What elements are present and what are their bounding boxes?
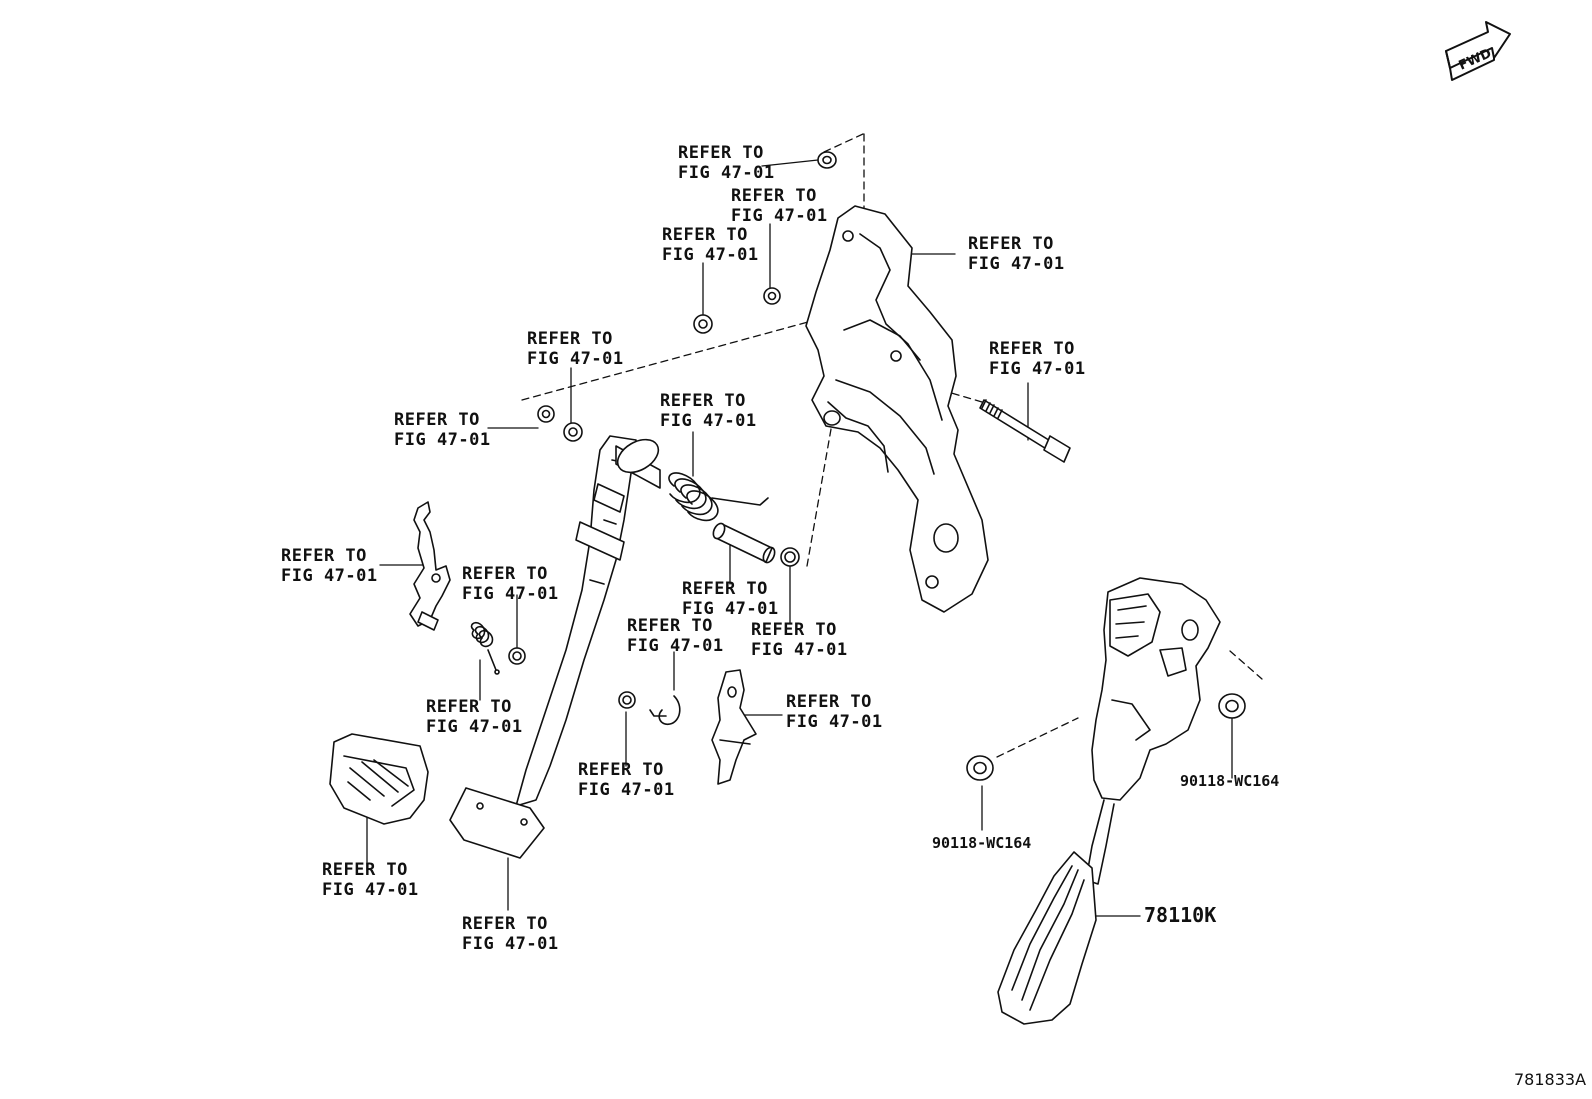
small-spring-icon bbox=[470, 621, 500, 675]
callout-line1: REFER TO bbox=[751, 620, 837, 640]
part-number-nut-right: 90118-WC164 bbox=[1180, 772, 1280, 790]
callout-line2: FIG 47-01 bbox=[394, 430, 491, 450]
callout-pedal-pad: REFER TO FIG 47-01 bbox=[322, 860, 419, 900]
callout-line1: REFER TO bbox=[786, 692, 872, 712]
nut-left-2-icon bbox=[563, 422, 583, 442]
callout-line2: FIG 47-01 bbox=[662, 245, 759, 265]
callout-line2: FIG 47-01 bbox=[682, 599, 779, 619]
callout-bushing-left: REFER TO FIG 47-01 bbox=[394, 410, 491, 450]
callout-bracket: REFER TO FIG 47-01 bbox=[968, 234, 1065, 274]
callout-nut-upper-left: REFER TO FIG 47-01 bbox=[662, 225, 759, 265]
nut-left-1-icon bbox=[537, 405, 555, 423]
part-number-accelerator-pedal: 78110K bbox=[1144, 903, 1217, 927]
callout-line1: REFER TO bbox=[281, 546, 367, 566]
callout-small-bushing: REFER TO FIG 47-01 bbox=[462, 564, 559, 604]
pedal-bracket-icon bbox=[805, 205, 989, 613]
callout-small-spring: REFER TO FIG 47-01 bbox=[426, 697, 523, 737]
stop-lever-icon bbox=[409, 501, 451, 631]
callout-line2: FIG 47-01 bbox=[322, 880, 419, 900]
callout-brake-pedal: REFER TO FIG 47-01 bbox=[462, 914, 559, 954]
callout-line2: FIG 47-01 bbox=[462, 584, 559, 604]
callout-stop-lever: REFER TO FIG 47-01 bbox=[281, 546, 378, 586]
nut-right-icon bbox=[1218, 693, 1246, 719]
callout-clip: REFER TO FIG 47-01 bbox=[627, 616, 724, 656]
bushing-small-icon bbox=[618, 691, 636, 709]
accelerator-pedal-icon bbox=[997, 577, 1221, 1025]
callout-line2: FIG 47-01 bbox=[627, 636, 724, 656]
diagram-id: 781833A bbox=[1514, 1070, 1587, 1089]
callout-nut-upper-right: REFER TO FIG 47-01 bbox=[731, 186, 828, 226]
callout-line2: FIG 47-01 bbox=[786, 712, 883, 732]
fwd-arrow-icon: FWD bbox=[1445, 21, 1511, 81]
callout-cushion: REFER TO FIG 47-01 bbox=[578, 760, 675, 800]
callout-line1: REFER TO bbox=[682, 579, 768, 599]
nut-upper-right-icon bbox=[763, 287, 781, 305]
callout-line2: FIG 47-01 bbox=[462, 934, 559, 954]
nut-left-icon bbox=[966, 755, 994, 781]
callout-collar: REFER TO FIG 47-01 bbox=[527, 329, 624, 369]
callout-line1: REFER TO bbox=[426, 697, 512, 717]
callout-line1: REFER TO bbox=[462, 564, 548, 584]
callout-line1: REFER TO bbox=[578, 760, 664, 780]
callout-line2: FIG 47-01 bbox=[751, 640, 848, 660]
callout-line2: FIG 47-01 bbox=[968, 254, 1065, 274]
callout-line2: FIG 47-01 bbox=[678, 163, 775, 183]
pedal-pin-icon bbox=[712, 522, 776, 564]
callout-line2: FIG 47-01 bbox=[426, 717, 523, 737]
small-bushing-icon bbox=[508, 647, 526, 665]
nut-top-icon bbox=[817, 151, 837, 169]
callout-line1: REFER TO bbox=[662, 225, 748, 245]
clip-icon bbox=[649, 695, 681, 726]
callout-line1: REFER TO bbox=[394, 410, 480, 430]
callout-line2: FIG 47-01 bbox=[578, 780, 675, 800]
callout-switch-bracket: REFER TO FIG 47-01 bbox=[786, 692, 883, 732]
callout-line1: REFER TO bbox=[660, 391, 746, 411]
return-spring-icon bbox=[668, 472, 769, 522]
callout-line1: REFER TO bbox=[462, 914, 548, 934]
brake-pedal-arm-icon bbox=[449, 435, 661, 859]
callout-line1: REFER TO bbox=[678, 143, 764, 163]
callout-pin-bushing: REFER TO FIG 47-01 bbox=[751, 620, 848, 660]
callout-line1: REFER TO bbox=[527, 329, 613, 349]
callout-line2: FIG 47-01 bbox=[660, 411, 757, 431]
callout-line2: FIG 47-01 bbox=[281, 566, 378, 586]
cushion-icon bbox=[329, 733, 429, 825]
callout-line1: REFER TO bbox=[627, 616, 713, 636]
callout-line1: REFER TO bbox=[968, 234, 1054, 254]
callout-line1: REFER TO bbox=[989, 339, 1075, 359]
callout-line2: FIG 47-01 bbox=[527, 349, 624, 369]
callout-line1: REFER TO bbox=[731, 186, 817, 206]
callout-line2: FIG 47-01 bbox=[731, 206, 828, 226]
switch-bracket-icon bbox=[711, 669, 757, 785]
callout-spring: REFER TO FIG 47-01 bbox=[660, 391, 757, 431]
part-number-nut-left: 90118-WC164 bbox=[932, 834, 1032, 852]
bolt-icon bbox=[979, 399, 1071, 463]
callout-nut-top: REFER TO FIG 47-01 bbox=[678, 143, 775, 183]
nut-upper-left-icon bbox=[693, 314, 713, 334]
assembly-lines bbox=[521, 133, 1263, 758]
callout-pin: REFER TO FIG 47-01 bbox=[682, 579, 779, 619]
callout-line1: REFER TO bbox=[322, 860, 408, 880]
callout-line2: FIG 47-01 bbox=[989, 359, 1086, 379]
collar-icon bbox=[780, 547, 800, 567]
callout-bolt: REFER TO FIG 47-01 bbox=[989, 339, 1086, 379]
